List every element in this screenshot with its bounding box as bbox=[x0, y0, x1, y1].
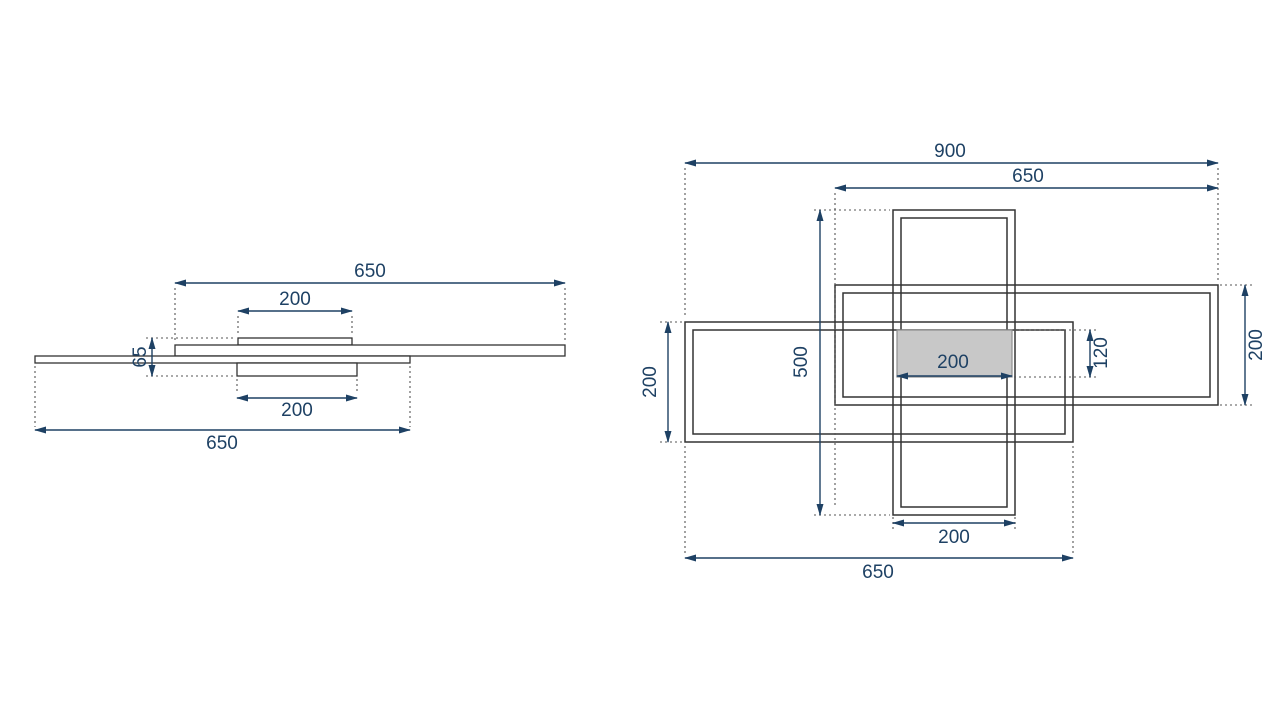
side-view-body bbox=[34, 337, 566, 377]
dim-label-bottom-width: 650 bbox=[206, 433, 238, 454]
center-frame-outer bbox=[892, 209, 1016, 516]
dim-label-bottom-module-width: 200 bbox=[281, 400, 313, 421]
side-view-extension-lines bbox=[34, 288, 566, 427]
dim-label-overall-width: 900 bbox=[934, 141, 966, 162]
dim-label-top-width: 650 bbox=[354, 261, 386, 282]
dim-label-center-frame-height: 500 bbox=[791, 346, 812, 378]
dim-label-left-frame-height: 200 bbox=[640, 366, 661, 398]
upper-bar-profile bbox=[174, 344, 566, 357]
dim-label-core-height: 120 bbox=[1091, 337, 1112, 369]
dim-label-right-frame-height: 200 bbox=[1246, 329, 1267, 361]
dim-label-core-width: 200 bbox=[937, 352, 969, 373]
dim-label-top-module-width: 200 bbox=[279, 289, 311, 310]
dim-label-center-frame-width: 200 bbox=[938, 527, 970, 548]
dim-label-total-height: 65 bbox=[130, 346, 151, 367]
lower-bar-profile bbox=[34, 355, 411, 364]
dim-label-left-frame-width: 650 bbox=[862, 562, 894, 583]
left-frame-inner bbox=[692, 329, 1066, 435]
side-view-dimensions: 650 200 65 200 650 bbox=[34, 261, 566, 454]
top-module-profile bbox=[237, 337, 353, 346]
top-view: 900 650 500 200 200 120 200 200 650 bbox=[640, 141, 1267, 583]
top-view-extension-lines bbox=[660, 168, 1252, 553]
top-view-frames bbox=[684, 209, 1219, 516]
left-frame-outer bbox=[684, 321, 1074, 443]
right-frame-inner bbox=[842, 292, 1211, 398]
bottom-module-profile bbox=[236, 362, 358, 377]
side-view: 650 200 65 200 650 bbox=[34, 261, 566, 454]
top-view-dimensions: 900 650 500 200 200 120 200 200 650 bbox=[640, 141, 1267, 583]
dim-label-right-frame-width: 650 bbox=[1012, 166, 1044, 187]
